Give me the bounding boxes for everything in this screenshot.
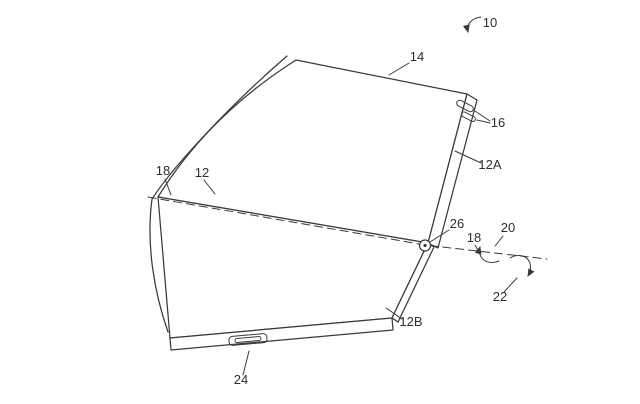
label-18-left: 18 [156, 163, 170, 178]
label-20: 20 [501, 220, 515, 235]
leader-line-18-left [164, 178, 172, 196]
leader-line-16a [474, 110, 491, 122]
upper-housing-right-edge [427, 93, 478, 249]
label-26: 26 [450, 216, 464, 231]
label-12: 12 [195, 165, 209, 180]
rotation-arrow-20 [474, 246, 500, 263]
reference-arrow-10 [462, 16, 482, 33]
leader-line-12 [203, 179, 216, 195]
label-14: 14 [410, 49, 424, 64]
leader-line-20 [494, 235, 504, 247]
leader-line-24 [242, 350, 250, 376]
label-12B: 12B [399, 314, 422, 329]
label-10: 10 [483, 15, 497, 30]
leader-line-18-right [474, 244, 480, 253]
leader-line-16b [476, 119, 491, 124]
label-18-right: 18 [467, 230, 481, 245]
rotation-arrow-22 [509, 254, 535, 277]
leader-line-22 [503, 277, 518, 293]
label-22: 22 [493, 289, 507, 304]
label-12A: 12A [478, 157, 501, 172]
connector-slot-24 [228, 333, 268, 346]
lower-housing-right-edge [391, 242, 435, 323]
leader-line-14 [388, 62, 410, 76]
lower-housing-front-edge [169, 317, 394, 351]
side-port-lower-16 [460, 111, 476, 122]
side-port-upper-16 [456, 99, 474, 113]
label-24: 24 [234, 372, 248, 387]
hinge-pivot-dot [423, 243, 427, 248]
left-fold-silhouette-curve [149, 55, 288, 333]
leader-line-12B [385, 307, 403, 320]
label-16: 16 [491, 115, 505, 130]
leader-line-26 [429, 229, 450, 243]
leader-line-12A [454, 150, 482, 164]
